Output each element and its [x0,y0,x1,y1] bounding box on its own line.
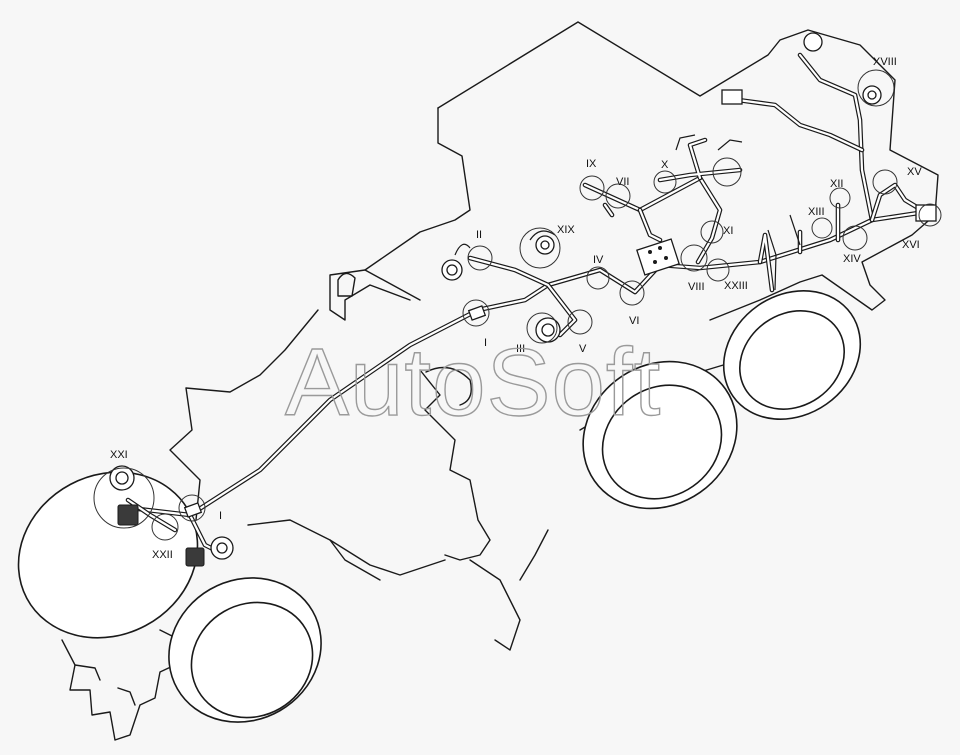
label-XXIII: XXIII [724,280,748,292]
label-VI: VI [629,315,639,327]
label-XI: XI [723,225,733,237]
label-XIX: XIX [557,224,575,236]
rear-wheel-1-inner [601,384,723,500]
label-II: II [476,229,482,241]
label-I-front: I [219,510,222,522]
label-IV: IV [593,254,604,266]
rear-wheel-2-inner [738,310,846,410]
front-right-wheel-inner [190,601,314,719]
label-XV: XV [907,166,922,178]
callout-labels: I I II III IV V VI VII VIII IX X XI XII … [110,56,922,561]
label-I: I [484,337,487,349]
label-XII: XII [830,178,843,190]
label-XIV: XIV [843,253,861,265]
component-top-lamp [803,32,823,52]
terminal-block [636,238,680,276]
label-XIII: XIII [808,206,825,218]
label-XVIII: XVIII [873,56,897,68]
label-VII: VII [616,176,629,188]
component-connector-rear [721,89,743,105]
label-IX: IX [586,158,597,170]
label-V: V [579,343,587,355]
components [109,32,937,567]
watermark-text: AutoSoft [285,329,661,436]
front-right-connector [185,547,205,567]
callout-circles [93,69,942,541]
label-XVI: XVI [902,239,920,251]
label-III: III [516,343,525,355]
label-XXI: XXI [110,449,128,461]
label-VIII: VIII [688,281,705,293]
wheels [17,290,862,723]
label-X: X [661,159,669,171]
front-left-connector [117,504,139,526]
label-XXII: XXII [152,549,173,561]
